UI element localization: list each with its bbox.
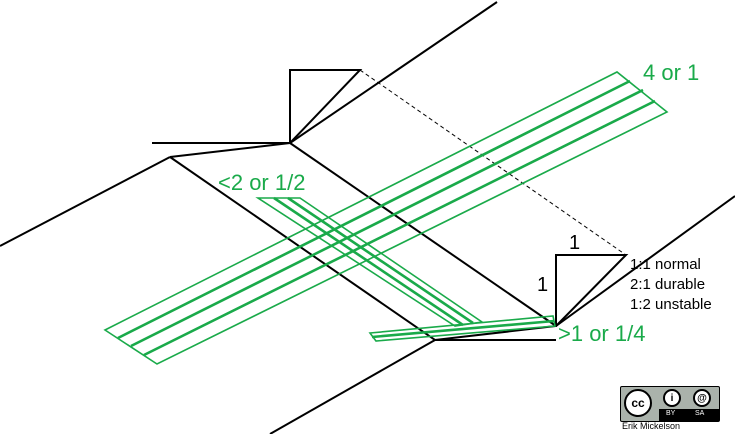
- legend-unstable: 1:2 unstable: [630, 296, 712, 313]
- bottom-strip-outline: [368, 315, 556, 342]
- long-strip-line-2: [130, 88, 644, 348]
- legend-normal: 1:1 normal: [630, 256, 701, 273]
- license-strip: [659, 409, 719, 421]
- cross-strip-line-1: [273, 196, 464, 327]
- author-credit: Erik Mickelson: [622, 421, 681, 431]
- legend-durable: 2:1 durable: [630, 276, 705, 293]
- reinforcement-strips: [103, 71, 669, 365]
- sa-label: SA: [695, 410, 705, 417]
- long-strip-line-1: [117, 79, 631, 340]
- lower-bank-profile: [169, 156, 629, 342]
- by-label: BY: [666, 410, 676, 417]
- main-slope-edge: [289, 142, 557, 327]
- cross-strip-line-2: [287, 196, 474, 325]
- cc-by-sa-badge: cc i @ BY SA Erik Mickelson: [620, 386, 720, 432]
- cc-icon: cc: [624, 389, 652, 417]
- crest-dashed-line: [359, 69, 627, 256]
- bottom-ratio-label: >1 or 1/4: [558, 321, 645, 346]
- far-left-edge: [0, 156, 171, 247]
- middle-ratio-label: <2 or 1/2: [218, 170, 305, 195]
- bottom-strip-line: [371, 319, 555, 339]
- top-ratio-label: 4 or 1: [643, 60, 699, 85]
- right-edge: [555, 195, 735, 327]
- upper-terrace-step: [169, 142, 291, 158]
- lower-road-edge: [269, 339, 436, 434]
- slope-rise-label: 1: [537, 274, 548, 296]
- upper-bank-profile: [152, 69, 363, 144]
- share-alike-icon: @: [693, 389, 711, 407]
- upper-road-edge: [289, 1, 498, 144]
- long-strip-outline: [103, 71, 669, 365]
- attribution-icon: i: [663, 389, 681, 407]
- slope-run-label: 1: [569, 232, 580, 254]
- long-strip-line-3: [143, 99, 656, 357]
- license-box: cc i @ BY SA: [620, 386, 720, 422]
